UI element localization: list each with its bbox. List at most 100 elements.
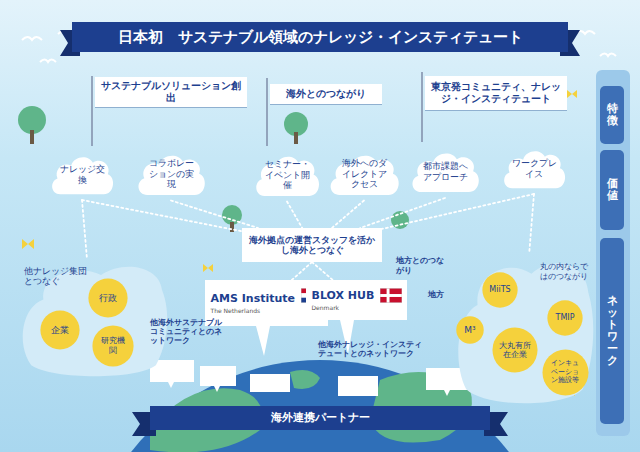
- value-cloud: コラボレーションの実現: [134, 148, 208, 201]
- node-text: MiiTS: [489, 285, 510, 295]
- circle-fill: [92, 325, 133, 366]
- text-wrap: 価値: [607, 178, 618, 202]
- node-text: AMS Institute: [211, 292, 296, 305]
- feature-flag: サステナブルソリューション創出: [95, 77, 247, 107]
- node-text: コラボレーションの実現: [146, 158, 197, 190]
- text-wrap: TMIP: [556, 313, 575, 323]
- node-text: TMIP: [556, 313, 575, 323]
- partner-box: BLOX HUB Denmark: [306, 280, 407, 320]
- flag-poles: [92, 72, 422, 146]
- dotted-connector: [529, 194, 534, 252]
- node-text: 価値: [607, 178, 618, 202]
- text-wrap: 丸の内ならではのつながり: [540, 262, 592, 281]
- network-circle: TMIP: [547, 300, 583, 336]
- node-text: 特徴: [607, 103, 618, 127]
- feature-flag: 海外とのつながり: [270, 84, 382, 104]
- dotted-connector: [287, 202, 302, 229]
- circle-fill: [40, 310, 79, 349]
- node-text: BLOX HUB: [312, 289, 375, 302]
- region-fill: [23, 267, 167, 376]
- text-wrap: 海外連携パートナー: [271, 411, 370, 424]
- node-text: 東京発コミュニティ、ナレッジ・インスティテュート: [429, 81, 563, 105]
- node-text: 都市課題へアプローチ: [420, 161, 471, 183]
- text-wrap: 特徴: [607, 103, 618, 127]
- flag-part: [380, 288, 402, 303]
- network-circle: 研究機関: [92, 325, 134, 367]
- text-wrap: 東京発コミュニティ、ナレッジ・インスティテュート: [429, 81, 563, 105]
- text-wrap: ネットワーク: [607, 295, 618, 368]
- country-flag: [380, 288, 402, 303]
- circle-fill: [456, 316, 483, 343]
- text-wrap: 他ナレッジ集団とつなぐ: [24, 266, 88, 286]
- title-text: 日本初 サステナブル領域のナレッジ・インスティテュート: [76, 27, 564, 47]
- text-wrap: M³: [464, 325, 475, 336]
- speech-boxes: [150, 360, 512, 396]
- text-wrap: コラボレーションの実現: [146, 158, 197, 190]
- network-region: 丸の内ならではのつながり MiiTS TMIP M³ 大丸有所在企業インキュベーション施…: [452, 252, 594, 408]
- node-text: サステナブルソリューション創出: [99, 80, 243, 104]
- node-text: インキュベーション施設等: [548, 359, 582, 384]
- section-tab: ネットワーク: [600, 238, 624, 424]
- cloud-fill: [139, 155, 205, 194]
- text-wrap: セミナー・イベント開催: [263, 159, 312, 191]
- circle-fill: [542, 349, 588, 395]
- butterflies: [22, 90, 577, 396]
- text-wrap: 海外へのダイレクトアクセス: [338, 158, 391, 190]
- flag-border: [380, 288, 402, 303]
- network-label: 地方とのつながり: [396, 256, 448, 275]
- text-wrap: ナレッジ交換: [59, 164, 106, 186]
- dotted-connector: [292, 262, 312, 280]
- section-tab: 特徴: [600, 86, 624, 144]
- node-text: ネットワーク: [607, 295, 618, 368]
- title-banner: [60, 22, 580, 56]
- text-wrap: 都市課題へアプローチ: [420, 161, 471, 183]
- dotted-connector: [171, 201, 258, 229]
- network-region: 他ナレッジ集団とつなぐ行政企業研究機関: [16, 258, 168, 380]
- text-wrap: 研究機関: [98, 336, 129, 355]
- text-wrap: 大丸有所在企業: [498, 341, 532, 359]
- node-text: 海外拠点の運営スタッフを活かし海外とつなぐ: [246, 235, 378, 255]
- circle-fill: [482, 272, 517, 307]
- text-wrap: サステナブルソリューション創出: [99, 80, 243, 104]
- node-text: 海外へのダイレクトアクセス: [338, 158, 391, 190]
- node-text: 海外連携パートナー: [271, 411, 370, 424]
- text-wrap: MiiTS: [489, 285, 510, 295]
- section-tab: 価値: [600, 150, 624, 230]
- node-text: 他ナレッジ集団とつなぐ: [24, 266, 88, 286]
- cloud-fill: [52, 157, 113, 194]
- network-label: 他海外サステナブルコミュニティとのネットワーク: [150, 318, 228, 345]
- node-text: 丸の内ならではのつながり: [540, 262, 592, 281]
- network-label: 他海外ナレッジ・インスティテュートとのネットワーク: [318, 340, 422, 358]
- network-circle: 企業: [40, 310, 80, 350]
- text-wrap: BLOX HUB Denmark: [312, 289, 375, 311]
- text-wrap: AMS InstituteThe Netherlands: [211, 292, 296, 314]
- dotted-connector: [82, 200, 87, 258]
- network-label: 地方: [428, 290, 452, 300]
- text-wrap: 海外とのつながり: [286, 88, 366, 100]
- node-text: 企業: [51, 325, 69, 336]
- partner-ribbon: 海外連携パートナー: [150, 406, 490, 430]
- node-subtext: The Netherlands: [211, 307, 296, 314]
- network-circle: M³: [456, 316, 484, 344]
- circle-fill: [88, 278, 127, 317]
- value-cloud: セミナー・イベント開催: [252, 149, 322, 202]
- node-text: 大丸有所在企業: [498, 341, 532, 359]
- text-wrap: ワークプレイス: [511, 158, 558, 180]
- circle-fill: [547, 300, 582, 335]
- cloud-fill: [256, 156, 319, 195]
- circle-fill: [492, 327, 537, 372]
- dotted-connector: [312, 262, 333, 280]
- node-text: M³: [464, 325, 475, 336]
- network-circle: MiiTS: [482, 272, 518, 308]
- feature-flag: 東京発コミュニティ、ナレッジ・インスティテュート: [425, 76, 567, 110]
- cloud-fill: [413, 154, 479, 193]
- trees: [18, 106, 409, 232]
- node-text: 海外とのつながり: [286, 88, 366, 100]
- node-subtext: Denmark: [312, 304, 375, 311]
- tab-bar: [596, 70, 630, 436]
- dotted-connector: [382, 194, 534, 229]
- node-text: セミナー・イベント開催: [263, 159, 312, 191]
- value-cloud: ナレッジ交換: [48, 150, 116, 200]
- node-text: 行政: [99, 293, 117, 304]
